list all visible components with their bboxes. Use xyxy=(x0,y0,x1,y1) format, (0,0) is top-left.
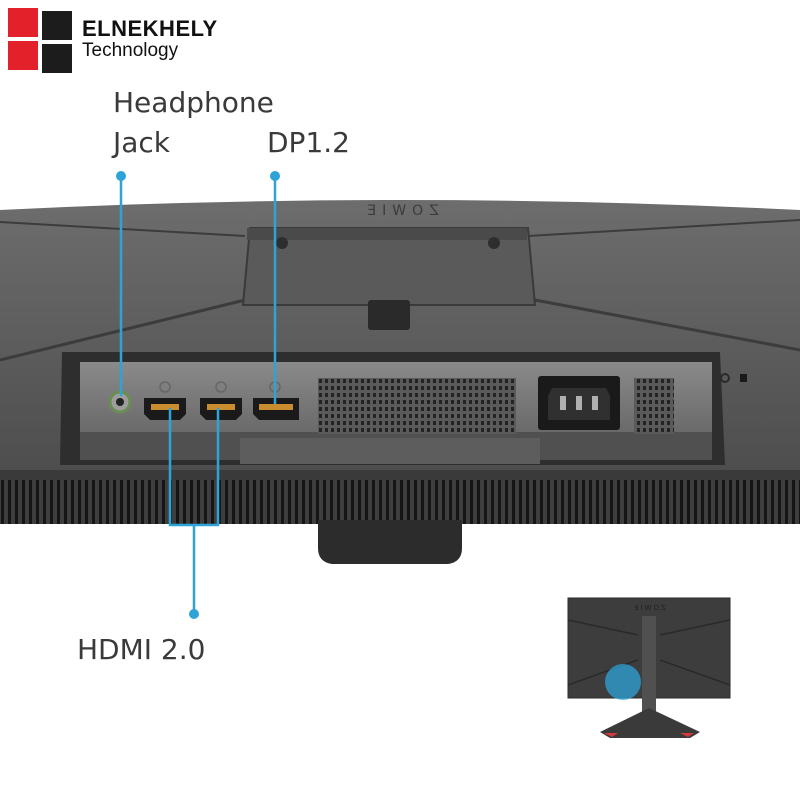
logo-square-black-top xyxy=(42,11,72,40)
headphone-label-line1: Headphone xyxy=(113,86,274,119)
headphone-callout-dot xyxy=(116,171,126,181)
ac-power-socket-icon xyxy=(538,376,620,430)
shell-ridge-left-top xyxy=(0,221,246,237)
dp-label: DP1.2 xyxy=(267,126,350,159)
logo-square-red-bottom xyxy=(8,41,38,70)
vent-grid-right xyxy=(634,378,674,434)
thumb-stand-base xyxy=(600,708,700,738)
mount-latch xyxy=(368,300,410,330)
hdmi-label: HDMI 2.0 xyxy=(77,633,206,666)
stand-foot-tab xyxy=(318,520,462,564)
logo-square-red-top xyxy=(8,8,38,37)
bottom-edge xyxy=(0,470,800,480)
lock-symbol-icon xyxy=(720,373,730,383)
vent-grid-center xyxy=(318,378,516,434)
thumb-stand-pole xyxy=(642,616,656,716)
thumb-rear-logo: ZOWIE xyxy=(632,604,666,612)
headphone-label-line2: Jack xyxy=(113,126,171,159)
mount-screw-left xyxy=(276,237,288,249)
hdmi-port-icon xyxy=(144,381,186,420)
hdmi-callout-dot xyxy=(189,609,199,619)
dp-callout-dot xyxy=(270,171,280,181)
mount-screw-right xyxy=(488,237,500,249)
headphone-jack-label: Headphone Jack xyxy=(113,83,274,163)
monitor-thumbnail: ZOWIE xyxy=(567,597,731,738)
lock-slot-icon xyxy=(740,374,747,382)
thumb-io-highlight xyxy=(605,664,641,700)
io-bay-shelf xyxy=(240,438,540,464)
brand-logo xyxy=(8,8,72,73)
rear-logo-emboss: ZOWIE xyxy=(361,203,438,219)
shell-ridge-right-top xyxy=(527,219,800,237)
brand-name: ELNEKHELY xyxy=(82,16,218,41)
callout-lines xyxy=(119,176,277,612)
shell-ridge-left xyxy=(0,298,246,362)
shell-ridge-right xyxy=(534,298,800,352)
hdmi-port-icon xyxy=(200,381,242,420)
bottom-grille xyxy=(0,478,800,524)
brand-subtitle: Technology xyxy=(82,40,179,61)
mount-bracket xyxy=(247,228,527,240)
logo-square-black-bottom xyxy=(42,44,72,73)
